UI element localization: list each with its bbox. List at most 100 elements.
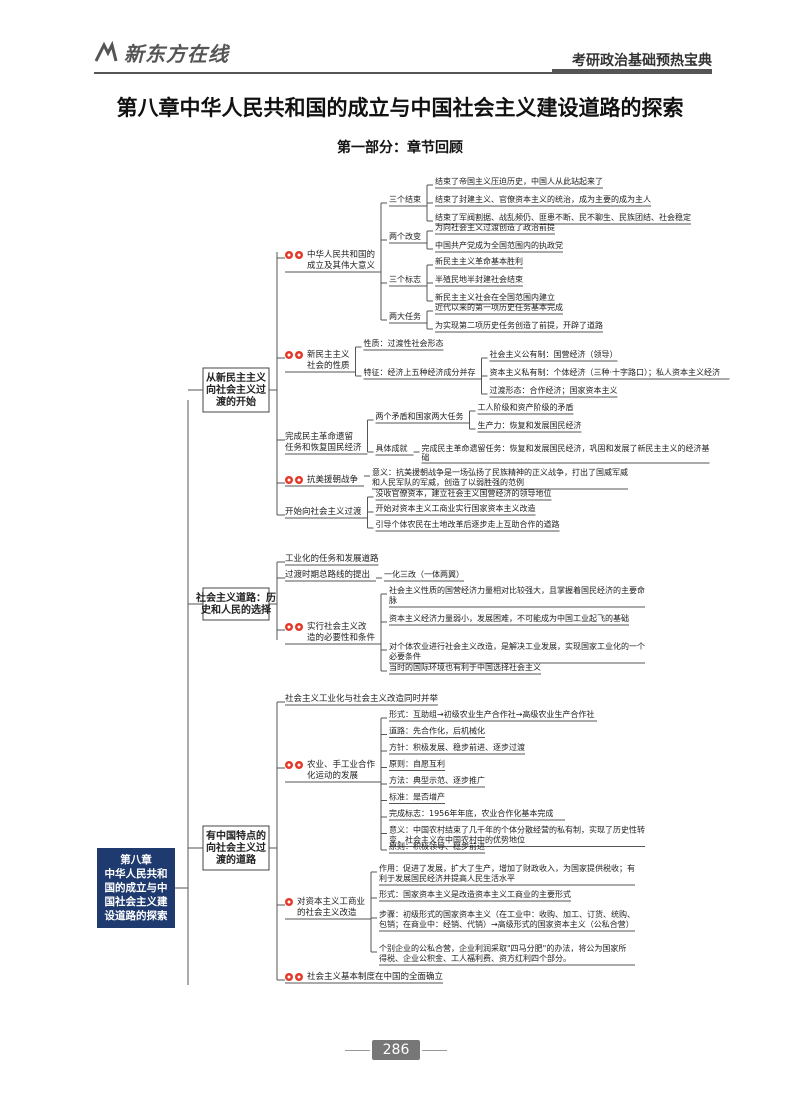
branch-node — [202, 825, 270, 871]
grandchild-node-label: 道路：先合作化，后机械化 — [389, 726, 485, 736]
grandchild-node-label: 必要条件 — [389, 651, 421, 661]
grandchild-node-label: 特征：经济上五种经济成分并存 — [364, 367, 476, 377]
grandchild-node-label: 对个体农业进行社会主义改造，是解决工业发展，实现国家工业化的一个 — [389, 641, 645, 651]
child-node-label: 过渡时期总路线的提出 — [285, 569, 370, 580]
grandchild-node-label: 脉 — [389, 595, 397, 605]
footer-line-left — [345, 1050, 370, 1051]
leaf-node-label: 工人阶级和资产阶级的矛盾 — [478, 402, 574, 412]
root-node-label: 第八章 — [120, 853, 152, 866]
child-node-label: 的社会主义改造 — [297, 907, 357, 918]
section-subtitle: 第一部分：章节回顾 — [337, 140, 463, 156]
grandchild-node-label: 没收官僚资本，建立社会主义国营经济的领导地位 — [376, 488, 552, 498]
grandchild-node-label: 完成标志：1956年年底，农业合作化基本完成 — [389, 808, 553, 818]
child-node-label: 开始向社会主义过渡 — [285, 506, 362, 517]
badge-dot — [287, 478, 291, 482]
child-node-label: 农业、手工业合作 — [307, 759, 376, 770]
child-node-label: 对资本主义工商业 — [297, 896, 365, 907]
root-node-label: 设道路的探索 — [105, 909, 168, 922]
badge-dot — [287, 625, 291, 629]
header-divider-accent — [552, 69, 712, 74]
page-number: 286 — [372, 1040, 420, 1060]
branch-node-label: 渡的道路 — [216, 853, 257, 866]
leaf-node-label: 资本主义私有制：个体经济（三种·十字路口）；私人资本主义经济 — [490, 367, 721, 377]
grandchild-node-label: 方针：积极发展、稳步前进、逐步过渡 — [389, 742, 525, 752]
child-node-label: 社会的性质 — [307, 360, 350, 371]
book-title: 考研政治基础预热宝典 — [572, 53, 712, 69]
badge-dot — [287, 353, 291, 357]
child-node-label: 中华人民共和国的 — [307, 249, 375, 260]
grandchild-node-label: 开始对资本主义工商业实行国家资本主义改造 — [376, 503, 536, 513]
grandchild-node-label: 社会主义性质的国营经济力量相对比较强大，且掌握着国民经济的主要命 — [389, 585, 645, 595]
leaf-node-label: 础 — [422, 452, 430, 462]
grandchild-node-label: 变，社会主义在中国农村中的优势地位 — [389, 835, 525, 845]
badge-dot — [287, 900, 291, 904]
grandchild-node-label: 两个改变 — [389, 231, 421, 241]
badge-dot — [297, 763, 301, 767]
root-node — [97, 848, 175, 928]
badge-dot — [297, 353, 301, 357]
branch-node-label: 社会主义道路：历 — [195, 591, 276, 604]
grandchild-node-label: 个别企业的公私合营，企业利润采取"四马分肥"的办法，将公为国家所 — [379, 943, 626, 953]
logo-text: 新东方在线 — [124, 42, 229, 66]
root-node-label: 中华人民共和 — [105, 867, 168, 880]
grandchild-node-label: 形式：国家资本主义是改造资本主义工商业的主要形式 — [379, 889, 571, 899]
logo-icon — [94, 40, 118, 62]
grandchild-node-label: 步骤：初级形式的国家资本主义（在工业中：收购、加工、订货、统购、 — [379, 909, 635, 919]
leaf-node-label: 为向社会主义过渡创造了政治前提 — [435, 222, 555, 232]
branch-node — [202, 587, 270, 621]
grandchild-node-label: 方法：典型示范、逐步推广 — [389, 775, 485, 785]
grandchild-node-label: 意义：中国农村结束了几千年的个体分散经营的私有制，实现了历史性转 — [389, 825, 645, 835]
leaf-node-label: 半殖民地半封建社会结束 — [435, 274, 523, 284]
child-node-label: 实行社会主义改 — [307, 621, 367, 632]
child-node-label: 抗美援朝战争 — [307, 474, 359, 485]
grandchild-node-label: 意义：抗美援朝战争是一场弘扬了民族精神的正义战争，打出了国威军威 — [372, 467, 628, 477]
branch-node-label: 有中国特点的 — [206, 829, 266, 842]
leaf-node-label: 结束了封建主义、官僚资本主义的统治，成为主要的成为主人 — [435, 194, 651, 204]
grandchild-node-label: 两个矛盾和国家两大任务 — [376, 411, 464, 421]
branch-node-label: 向社会主义过 — [206, 841, 266, 854]
branch-node-label: 渡的开始 — [216, 395, 256, 408]
grandchild-node-label: 一化三改（一体两翼） — [384, 569, 464, 579]
child-node-label: 工业化的任务和发展道路 — [285, 553, 379, 564]
grandchild-node-label: 三个结束 — [389, 194, 421, 204]
leaf-node-label: 新民主主义革命基本胜利 — [435, 256, 523, 266]
branch-node — [202, 367, 270, 413]
child-node-label: 社会主义基本制度在中国的全面确立 — [307, 971, 444, 982]
grandchild-node-label: 得税、企业公积金、工人福利费、资方红利四个部分。 — [379, 953, 571, 963]
grandchild-node-label: 当时的国际环境也有利于中国选择社会主义 — [389, 662, 541, 672]
badge-dot — [297, 975, 301, 979]
grandchild-node-label: 包销；在商业中：经销、代销）→高级形式的国家资本主义（公私合营） — [379, 919, 634, 929]
grandchild-node-label: 原则：自愿互利 — [389, 759, 445, 769]
grandchild-node-label: 性质：过渡性社会形态 — [364, 338, 444, 348]
child-node-label: 新民主主义 — [307, 349, 350, 360]
badge-dot — [287, 975, 291, 979]
grandchild-node-label: 和人民军队的军威，创造了以弱胜强的范例 — [372, 477, 524, 487]
badge-dot — [287, 763, 291, 767]
root-node-label: 国社会主义建 — [105, 895, 168, 908]
child-node-label: 化运动的发展 — [307, 770, 359, 781]
leaf-node-label: 近代以来的第一项历史任务基本完成 — [435, 302, 563, 312]
child-node-label: 社会主义工业化与社会主义改造同时并举 — [285, 693, 439, 704]
badge-dot — [297, 625, 301, 629]
root-node-label: 国的成立与中 — [105, 881, 168, 894]
badge-dot — [297, 253, 301, 257]
branch-node-label: 从新民主主义 — [206, 371, 267, 384]
leaf-node-label: 生产力：恢复和发展国民经济 — [478, 420, 582, 430]
badge-dot — [297, 478, 301, 482]
header-divider — [94, 72, 712, 74]
page-title: 第八章中华人民共和国的成立与中国社会主义建设道路的探索 — [116, 95, 684, 120]
leaf-node-label: 结束了军阀割据、战乱频仍、匪患不断、民不聊生、民族团结、社会稳定 — [435, 212, 691, 222]
branch-node-label: 向社会主义过 — [206, 383, 266, 396]
leaf-node-label: 完成民主革命遗留任务：恢复和发展国民经济，巩固和发展了新民主主义的经济基 — [422, 443, 710, 453]
leaf-node-label: 过渡形态：合作经济；国家资本主义 — [490, 385, 618, 395]
grandchild-node-label: 作用：促进了发展，扩大了生产，增加了财政收入，为国家提供税收；有 — [379, 863, 635, 873]
grandchild-node-label: 资本主义经济力量弱小，发展困难，不可能成为中国工业起飞的基础 — [389, 613, 629, 623]
leaf-node-label: 为实现第二项历史任务创造了前提，开辟了道路 — [435, 320, 603, 330]
child-node-label: 造的必要性和条件 — [307, 632, 376, 643]
badge-dot — [287, 253, 291, 257]
footer-line-right — [422, 1050, 447, 1051]
grandchild-node-label: 引导个体农民在土地改革后逐步走上互助合作的道路 — [376, 519, 560, 529]
grandchild-node-label: 原则：积极领导、稳步前进 — [389, 841, 485, 851]
child-node-label: 成立及其伟大意义 — [307, 260, 376, 271]
